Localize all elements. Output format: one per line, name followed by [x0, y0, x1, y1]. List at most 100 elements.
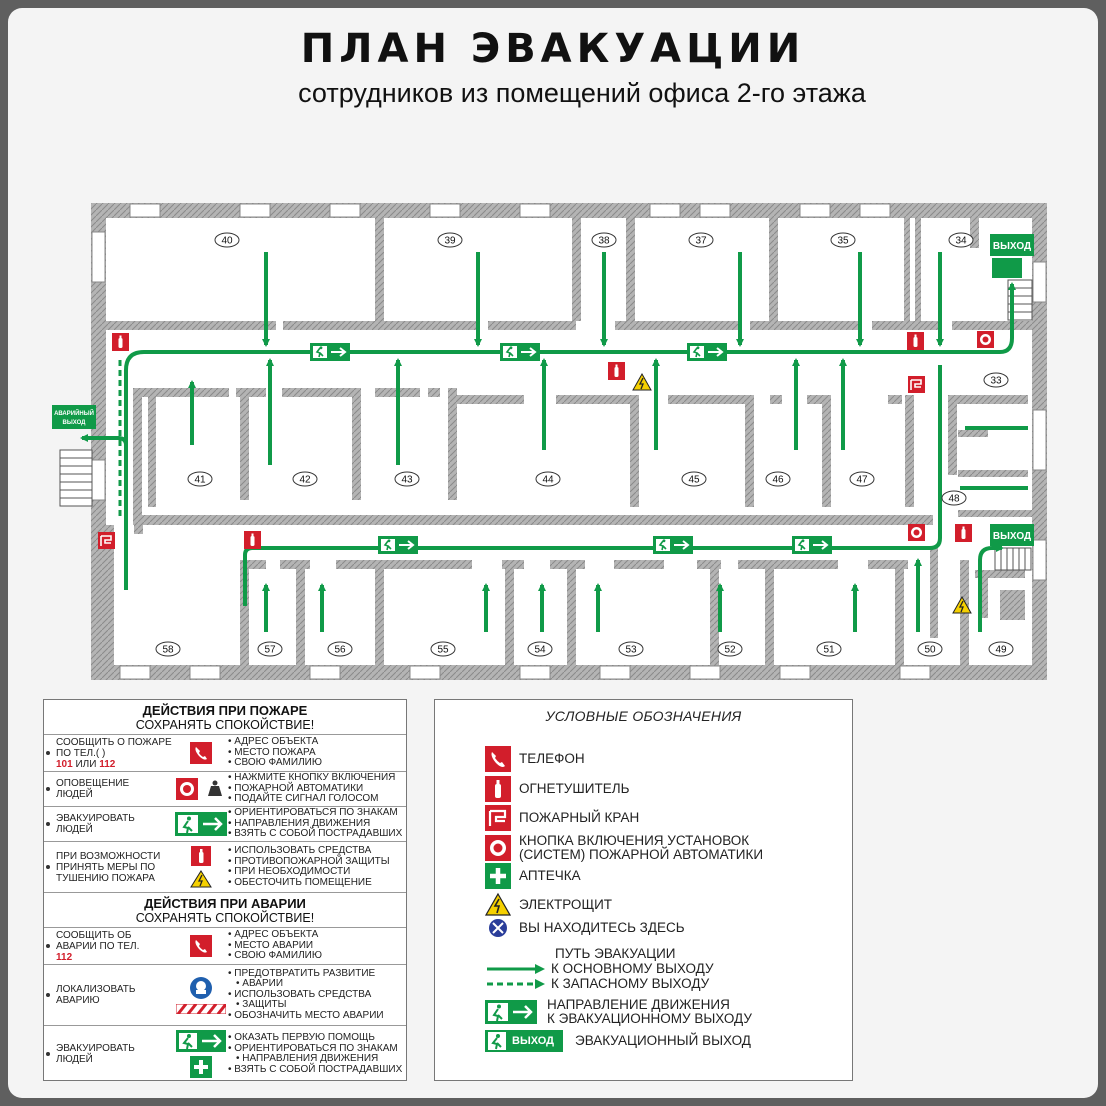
exit-label-top: ВЫХОД [993, 241, 1031, 252]
room-label: 34 [948, 232, 974, 248]
fire-hydrant-icon [907, 375, 926, 394]
room-number: 34 [955, 236, 967, 247]
room-number: 39 [444, 236, 456, 247]
room-label: 48 [941, 490, 967, 506]
evacuation-paths [80, 252, 1028, 632]
room-number: 35 [837, 236, 849, 247]
room-number: 57 [264, 645, 276, 656]
room-label: 50 [917, 641, 943, 657]
room-number: 33 [990, 376, 1002, 387]
exit-sign-bottom [990, 524, 1034, 546]
page-title: ПЛАН ЭВАКУАЦИИ [300, 26, 806, 72]
room-label: 57 [257, 641, 283, 657]
exit-direction-icon [485, 1000, 537, 1024]
phone-icon [485, 746, 511, 772]
room-label: 51 [816, 641, 842, 657]
room-number: 50 [924, 645, 936, 656]
legend-first-aid: АПТЕЧКА [485, 863, 581, 889]
legend-panel: УСЛОВНЫЕ ОБОЗНАЧЕНИЯ ТЕЛЕФОН ОГНЕТУШИТЕЛ… [434, 699, 853, 1081]
room-number: 56 [334, 645, 346, 656]
fire-row-extinguish: ПРИ ВОЗМОЖНОСТИ ПРИНЯТЬ МЕРЫ ПО ТУШЕНИЮ … [44, 842, 406, 893]
fire-hydrant-icon [97, 531, 116, 550]
reserve-path-arrow-icon [487, 979, 545, 989]
exit-direction-icon [175, 812, 227, 836]
room-number: 54 [534, 645, 546, 656]
room-label: 52 [717, 641, 743, 657]
exit-direction-icon [176, 1030, 226, 1052]
room-number: 48 [948, 494, 960, 505]
room-label: 41 [187, 471, 213, 487]
legend-hydrant: ПОЖАРНЫЙ КРАН [485, 805, 639, 831]
accident-row-report: СООБЩИТЬ ОБ АВАРИИ ПО ТЕЛ. 112 АДРЕС ОБЪ… [44, 928, 406, 965]
room-label: 58 [155, 641, 181, 657]
room-label: 54 [527, 641, 553, 657]
interior-walls [106, 218, 1032, 665]
emergency-exit-line2: ВЫХОД [63, 420, 87, 426]
fire-actions-subtitle: СОХРАНЯТЬ СПОКОЙСТВИЕ! [135, 718, 315, 732]
legend-path-title: ПУТЬ ЭВАКУАЦИИ [555, 946, 676, 961]
extinguisher-icon [191, 846, 211, 866]
phone-icon [190, 935, 212, 957]
room-number: 51 [823, 645, 835, 656]
fire-hydrant-icon [485, 805, 511, 831]
extinguisher-icon [244, 531, 261, 549]
room-label: 38 [591, 232, 617, 248]
fire-row-evacuate: ЭВАКУИРОВАТЬ ЛЮДЕЙ ОРИЕНТИРОВАТЬСЯ ПО ЗН… [44, 807, 406, 842]
room-number: 49 [995, 645, 1007, 656]
accident-actions-subtitle: СОХРАНЯТЬ СПОКОЙСТВИЕ! [135, 911, 315, 925]
first-aid-icon [190, 1056, 212, 1078]
room-label: 43 [394, 471, 420, 487]
room-label: 33 [983, 372, 1009, 388]
extinguisher-icon [608, 362, 625, 380]
legend-exit: ВЫХОД ЭВАКУАЦИОННЫЙ ВЫХОД [485, 1030, 751, 1052]
room-number: 55 [437, 645, 449, 656]
floor-plan: ВЫХОД ВЫХОД АВАРИЙНЫЙ ВЫХОД 40 39 38 37 35 34… [52, 203, 1047, 680]
extinguisher-icon [485, 776, 511, 802]
emergency-exit-line1: АВАРИЙНЫЙ [54, 409, 94, 417]
barrier-tape-icon [176, 1003, 226, 1014]
room-number: 40 [221, 236, 233, 247]
alarm-button-icon [908, 524, 925, 541]
room-label: 49 [988, 641, 1014, 657]
room-label: 37 [688, 232, 714, 248]
exit-label-bottom: ВЫХОД [993, 531, 1031, 542]
electric-panel-icon [485, 892, 511, 916]
fire-row-report: СООБЩИТЬ О ПОЖАРЕ ПО ТЕЛ.( ) 101 ИЛИ 112… [44, 735, 406, 772]
extinguisher-icon [907, 332, 924, 350]
room-number: 44 [542, 475, 554, 486]
alarm-button-icon [977, 331, 994, 348]
room-label: 53 [618, 641, 644, 657]
actions-panel: ДЕЙСТВИЯ ПРИ ПОЖАРЕ СОХРАНЯТЬ СПОКОЙСТВИ… [43, 699, 407, 1081]
room-label: 56 [327, 641, 353, 657]
fire-actions-header: ДЕЙСТВИЯ ПРИ ПОЖАРЕ СОХРАНЯТЬ СПОКОЙСТВИ… [44, 700, 406, 735]
legend-path-main: К ОСНОВНОМУ ВЫХОДУ [485, 962, 714, 976]
room-number: 46 [772, 475, 784, 486]
legend-phone: ТЕЛЕФОН [485, 746, 585, 772]
accident-actions-header: ДЕЙСТВИЯ ПРИ АВАРИИ СОХРАНЯТЬ СПОКОЙСТВИ… [44, 893, 406, 928]
room-number: 45 [688, 475, 700, 486]
room-label: 39 [437, 232, 463, 248]
legend-extinguisher: ОГНЕТУШИТЕЛЬ [485, 776, 629, 802]
legend-electric-panel: ЭЛЕКТРОЩИТ [485, 892, 612, 918]
room-label: 35 [830, 232, 856, 248]
room-label: 46 [765, 471, 791, 487]
main-path-arrow-icon [487, 964, 545, 974]
first-aid-icon [485, 863, 511, 889]
stairs [59, 279, 1033, 571]
legend-title: УСЛОВНЫЕ ОБОЗНАЧЕНИЯ [545, 708, 742, 724]
room-label: 42 [292, 471, 318, 487]
protective-gear-icon [190, 976, 212, 999]
room-number: 38 [598, 236, 610, 247]
room-label: 40 [214, 232, 240, 248]
you-are-here-icon [489, 919, 507, 937]
emergency-exit-sign [52, 405, 96, 429]
phone-icon [190, 742, 212, 764]
room-number: 58 [162, 645, 174, 656]
accident-actions-title: ДЕЙСТВИЯ ПРИ АВАРИИ [144, 896, 306, 911]
room-label: 55 [430, 641, 456, 657]
exit-sign-top [990, 234, 1034, 256]
room-number: 42 [299, 475, 311, 486]
electric-panel-icon [190, 870, 212, 888]
